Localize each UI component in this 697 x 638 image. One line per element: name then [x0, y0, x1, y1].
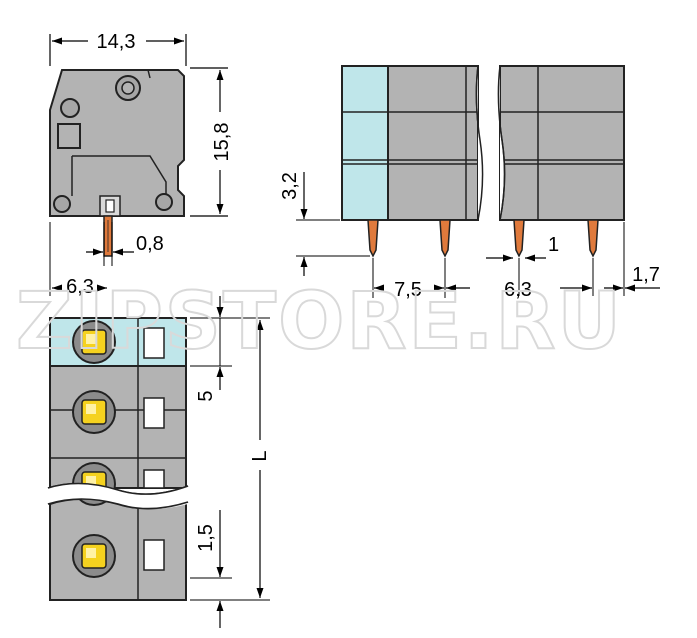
front-view — [49, 69, 185, 257]
side-pin-4 — [587, 219, 599, 258]
dim-pitch: 5 — [195, 390, 217, 401]
dim-side-offset: 7,5 — [394, 279, 422, 301]
dim-end-offset: 1,5 — [195, 524, 217, 552]
dim-pin-offset-front: 6,3 — [66, 276, 94, 298]
dim-total-length: L — [249, 450, 271, 461]
dim-pin-row-spacing: 6,3 — [504, 279, 532, 301]
side-housing-right — [499, 65, 625, 221]
side-pin-3 — [513, 219, 525, 258]
dim-pin-length: 3,2 — [279, 172, 301, 200]
side-dimensions: 3,2 7,5 6,3 1 1,7 — [279, 172, 660, 301]
front-housing — [49, 69, 185, 217]
clamp-2 — [72, 390, 165, 434]
side-pin-1 — [367, 219, 379, 258]
watermark: ZIPSTORE.RU — [15, 276, 623, 368]
dim-edge-offset: 1,7 — [632, 264, 660, 286]
clamp-1 — [72, 320, 165, 364]
top-housing-lower — [49, 498, 187, 601]
watermark-text: ZIPSTORE.RU — [16, 277, 623, 367]
top-view — [47, 317, 189, 601]
dim-width: 14,3 — [97, 31, 136, 53]
dim-pin-width: 1 — [548, 234, 559, 256]
side-view — [341, 65, 625, 258]
side-housing-left — [387, 65, 479, 221]
clamp-4 — [72, 534, 165, 578]
dim-pin-thickness: 0,8 — [136, 233, 164, 255]
first-pole — [341, 65, 389, 221]
top-view-dimensions: 5 L 1,5 — [190, 296, 271, 628]
bottom-right-hole — [155, 193, 173, 211]
bottom-left-hole — [53, 195, 71, 213]
side-hole — [60, 98, 80, 118]
side-pin-2 — [439, 219, 451, 258]
dim-height: 15,8 — [211, 123, 233, 162]
front-dimensions: 14,3 15,8 0,8 6,3 — [49, 31, 233, 298]
wire-entry — [57, 123, 81, 149]
